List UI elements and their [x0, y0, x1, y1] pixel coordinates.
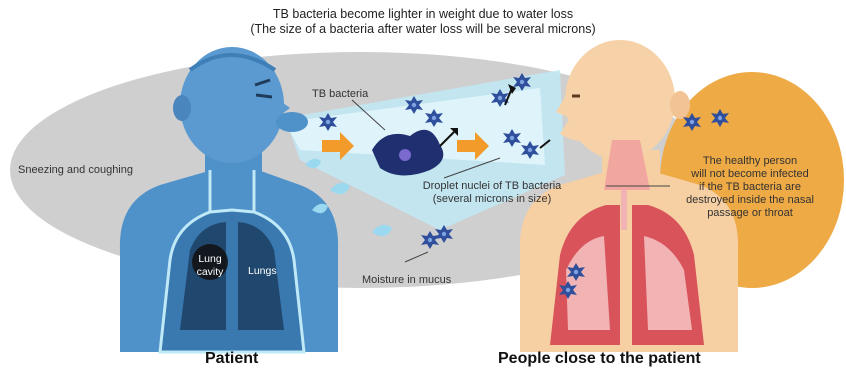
healthy-line4: destroyed inside the nasal: [664, 194, 836, 207]
patient-caption: Patient: [205, 352, 258, 365]
droplet-nuclei-label: Droplet nuclei of TB bacteria (several m…: [392, 180, 592, 206]
lungs-label: Lungs: [248, 265, 277, 278]
droplet-nuclei-line2: (several microns in size): [392, 193, 592, 206]
heading: TB bacteria become lighter in weight due…: [0, 7, 846, 37]
sneezing-label: Sneezing and coughing: [18, 164, 133, 177]
lung-cavity-line1: Lung: [190, 253, 230, 266]
lung-cavity-label: Lung cavity: [190, 253, 230, 279]
healthy-line5: passage or throat: [664, 207, 836, 220]
moisture-label: Moisture in mucus: [362, 274, 451, 287]
healthy-line2: will not become infected: [664, 168, 836, 181]
droplet-nuclei-line1: Droplet nuclei of TB bacteria: [392, 180, 592, 193]
tb-bacteria-label: TB bacteria: [312, 88, 368, 101]
patient-hand: [276, 112, 308, 132]
healthy-line3: if the TB bacteria are: [664, 181, 836, 194]
healthy-line1: The healthy person: [664, 155, 836, 168]
heading-line2: (The size of a bacteria after water loss…: [0, 22, 846, 37]
lung-cavity-line2: cavity: [190, 266, 230, 279]
people-close-caption: People close to the patient: [498, 352, 701, 365]
healthy-person-label: The healthy person will not become infec…: [664, 155, 836, 220]
heading-line1: TB bacteria become lighter in weight due…: [0, 7, 846, 22]
